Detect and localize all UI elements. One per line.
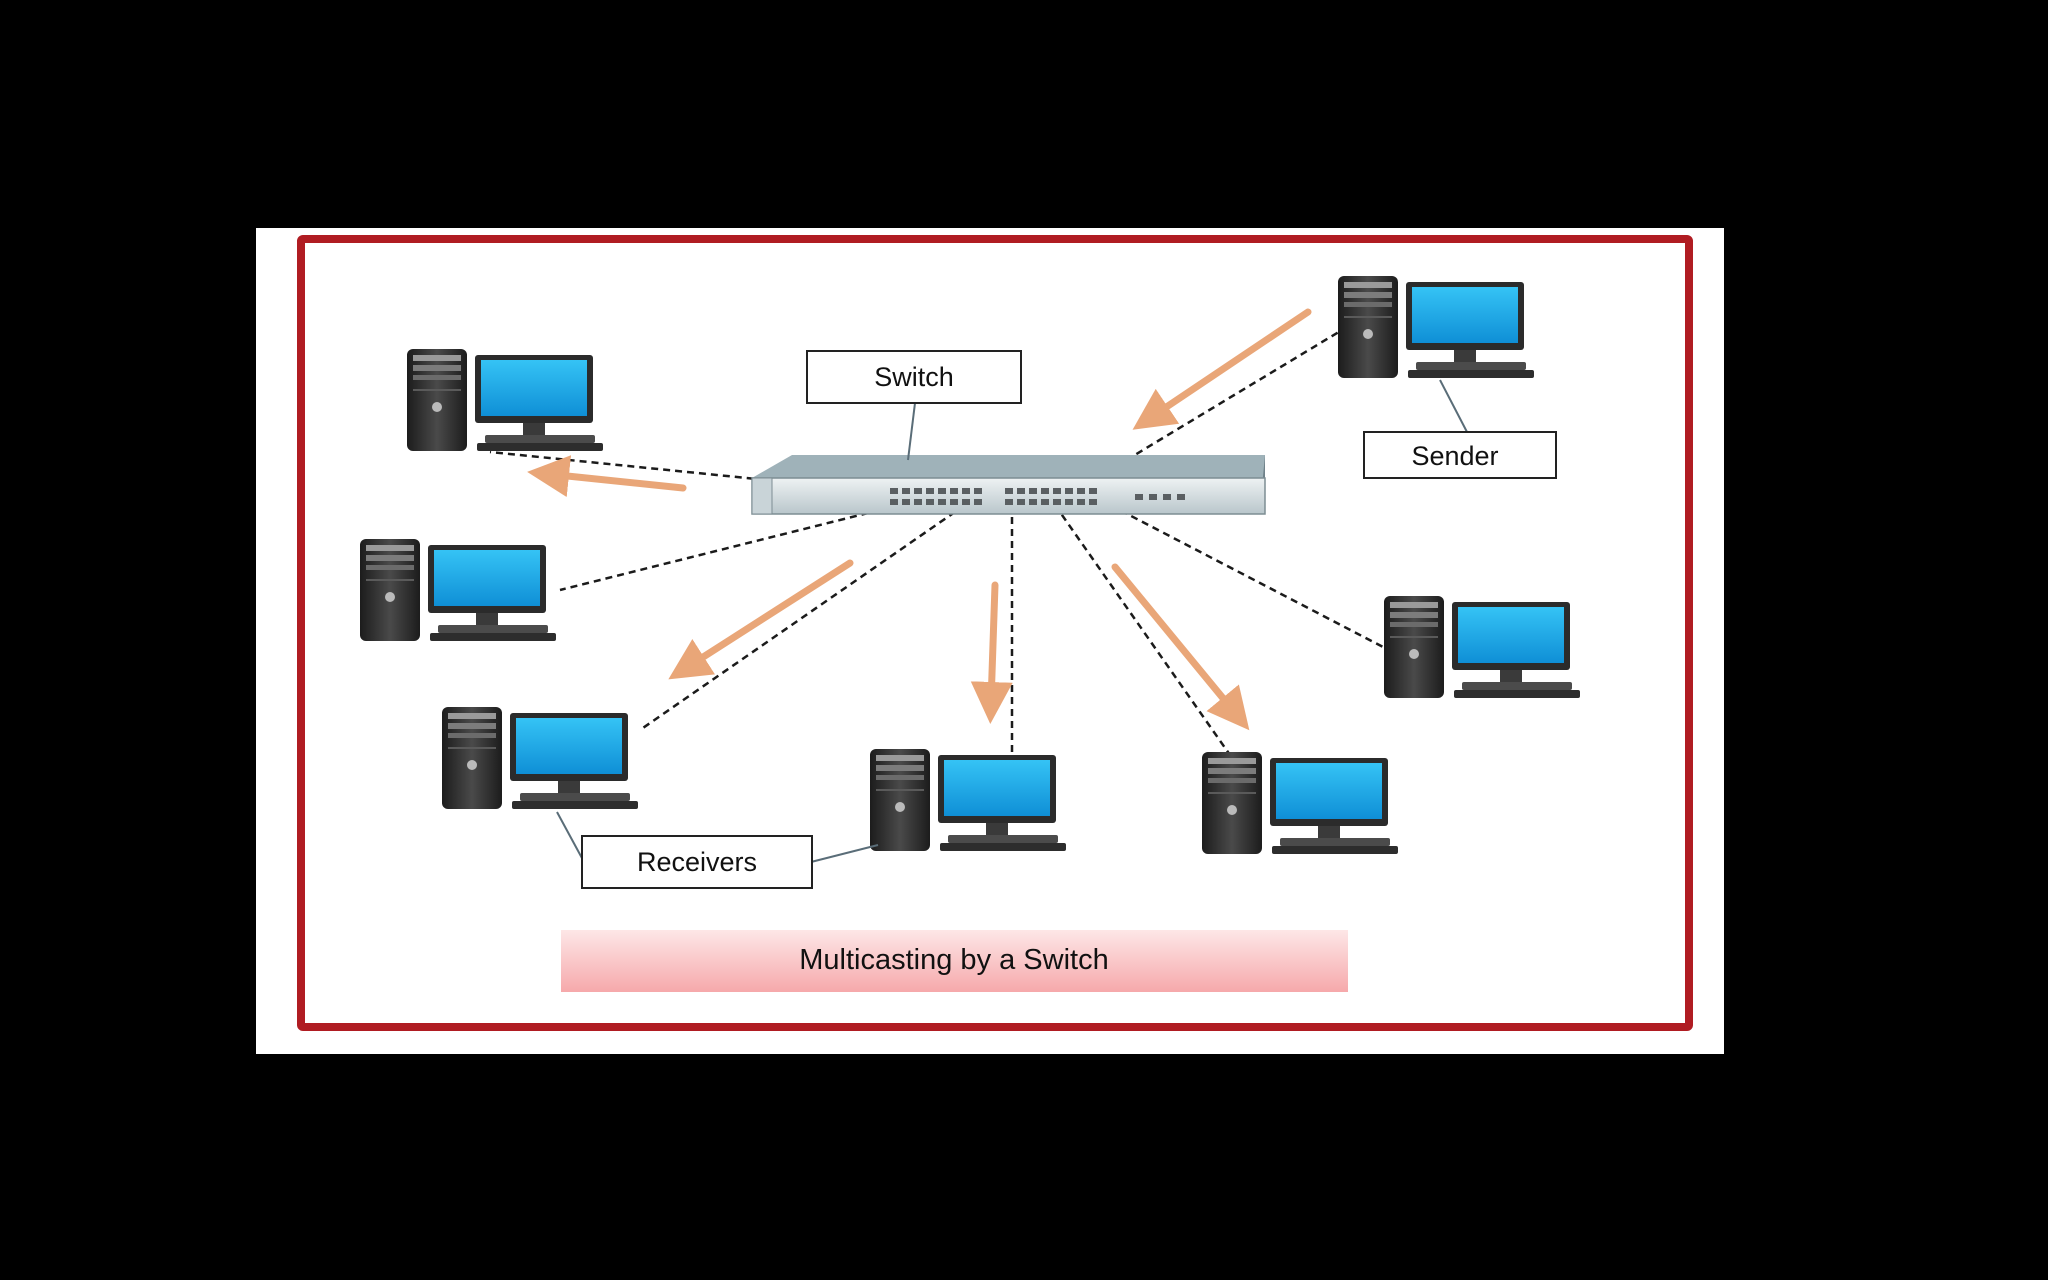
diagram-title-text: Multicasting by a Switch (799, 944, 1108, 976)
computer-icon-bottom-center (870, 749, 1066, 851)
link-mid-left (559, 508, 881, 592)
arrow-to-lower-left (668, 559, 854, 680)
switch-label: Switch (806, 350, 1022, 404)
computer-icon-lower-left (442, 707, 638, 809)
receivers-label-text: Receivers (637, 847, 757, 877)
arrow-to-bottom-right (1111, 563, 1250, 731)
switch-label-text: Switch (874, 362, 954, 392)
arrow-to-bottom-center (970, 581, 1013, 724)
label-connectors (556, 379, 1468, 863)
sender-label-text: Sender (1411, 441, 1498, 471)
computer-icon-right (1384, 596, 1580, 698)
switch-label-connector (907, 402, 916, 461)
link-bottom-right (1053, 504, 1232, 756)
receivers-label-connector-right (810, 844, 879, 863)
arrow-from-sender (1132, 308, 1312, 430)
diagram-frame (297, 235, 1693, 1031)
switch-icon (751, 455, 1266, 515)
sender-label: Sender (1363, 431, 1557, 479)
computer-icon-bottom-right (1202, 752, 1398, 854)
receivers-label-connector-left (556, 811, 584, 861)
computer-icon-top-right (1338, 276, 1534, 378)
diagram-title: Multicasting by a Switch (561, 930, 1348, 992)
link-lower-left (639, 503, 966, 732)
sender-label-connector (1439, 379, 1468, 433)
computer-icon-top-left (407, 349, 603, 451)
flow-arrows (527, 308, 1312, 731)
receivers-label: Receivers (581, 835, 813, 889)
computer-icon-mid-left (360, 539, 556, 641)
arrow-to-top-left (527, 455, 687, 498)
link-right (1109, 503, 1386, 650)
